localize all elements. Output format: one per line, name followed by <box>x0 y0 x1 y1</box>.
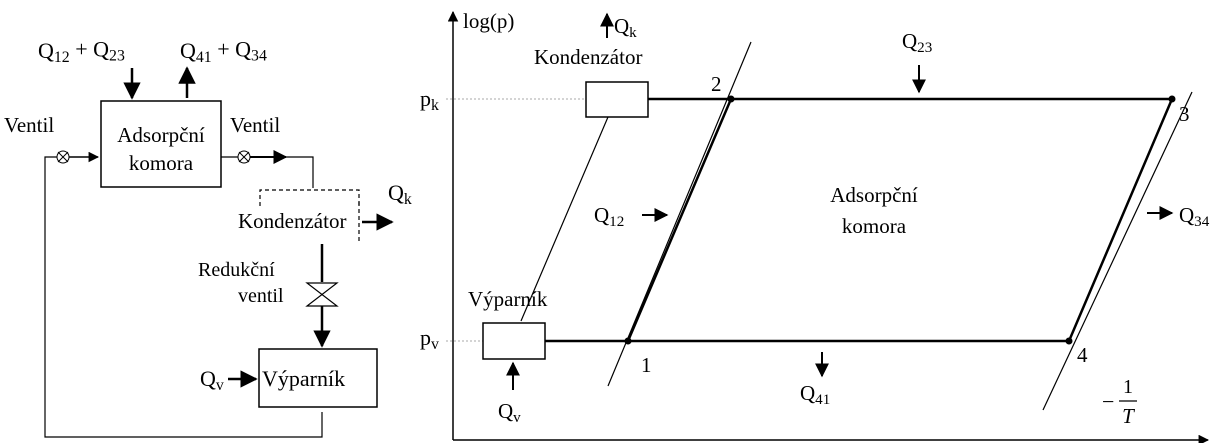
q12-label: Q12​ <box>594 203 624 230</box>
return-pipe <box>44 156 323 438</box>
point-4-label: 4 <box>1077 343 1088 367</box>
condenser-heat-label: Qk​ <box>388 180 412 208</box>
heat-in-top-label: Q12​ + Q23​ <box>38 36 125 66</box>
right-valve-icon <box>237 150 251 164</box>
reduction-valve-icon <box>305 282 339 307</box>
diagram-condenser-label: Kondenzátor <box>534 45 642 69</box>
left-valve-icon <box>56 150 70 164</box>
diagram-evaporator-heat-label: Qv​ <box>498 399 521 426</box>
pk-label: pk​ <box>420 86 439 114</box>
svg-text:−: − <box>1102 389 1114 414</box>
isostere-left <box>607 41 752 387</box>
valve-left-label: Ventil <box>4 113 54 137</box>
valve-right-label: Ventil <box>230 113 280 137</box>
chamber-label-line1: Adsorpční <box>830 183 918 207</box>
outlet-pipe-down <box>286 156 314 188</box>
svg-text:1: 1 <box>1123 376 1133 398</box>
adsorber-box <box>100 100 222 188</box>
evaporator-box <box>258 348 378 408</box>
point-2-label: 2 <box>711 72 722 96</box>
point-1-label: 1 <box>641 353 652 377</box>
svg-text:T: T <box>1122 404 1135 428</box>
point-3-marker <box>1168 95 1176 103</box>
left-schematic: Q12​ + Q23​ Q41​ + Q34​ Adsorpční komora… <box>4 36 412 438</box>
diagram-evaporator-label: Výparník <box>468 287 548 311</box>
adsorber-label-line2: komora <box>129 151 194 175</box>
q41-label: Q41​ <box>800 381 830 408</box>
diagram-evaporator-box <box>482 322 546 360</box>
x-axis-label: − 1 T <box>1102 376 1137 428</box>
pv-label: pv​ <box>420 325 439 353</box>
point-3-label: 3 <box>1179 102 1190 126</box>
diagram-condenser-box <box>585 81 649 118</box>
condenser-bracket <box>259 189 360 206</box>
right-diagram: log(p) − 1 T pk​ pv​ 1 2 3 4 Kondenzátor… <box>420 9 1210 443</box>
condenser-label: Kondenzátor <box>238 209 346 233</box>
evaporator-label: Výparník <box>262 366 345 391</box>
reduction-valve-label-line2: ventil <box>238 285 284 307</box>
q34-label: Q34​ <box>1179 203 1210 230</box>
adsorber-label-line1: Adsorpční <box>117 123 205 147</box>
chamber-label-line2: komora <box>842 214 907 238</box>
point-4-marker <box>1065 337 1073 345</box>
q23-label: Q23​ <box>902 29 932 56</box>
reduction-valve-label-line1: Redukční <box>198 259 275 281</box>
y-axis-label: log(p) <box>463 9 514 33</box>
heat-out-top-label: Q41​ + Q34​ <box>180 36 267 66</box>
evaporator-heat-label: Qv​ <box>200 366 224 394</box>
condenser-evaporator-connector <box>520 116 609 322</box>
isostere-right <box>1042 91 1193 411</box>
diagram-condenser-heat-label: Qk​ <box>614 14 637 41</box>
